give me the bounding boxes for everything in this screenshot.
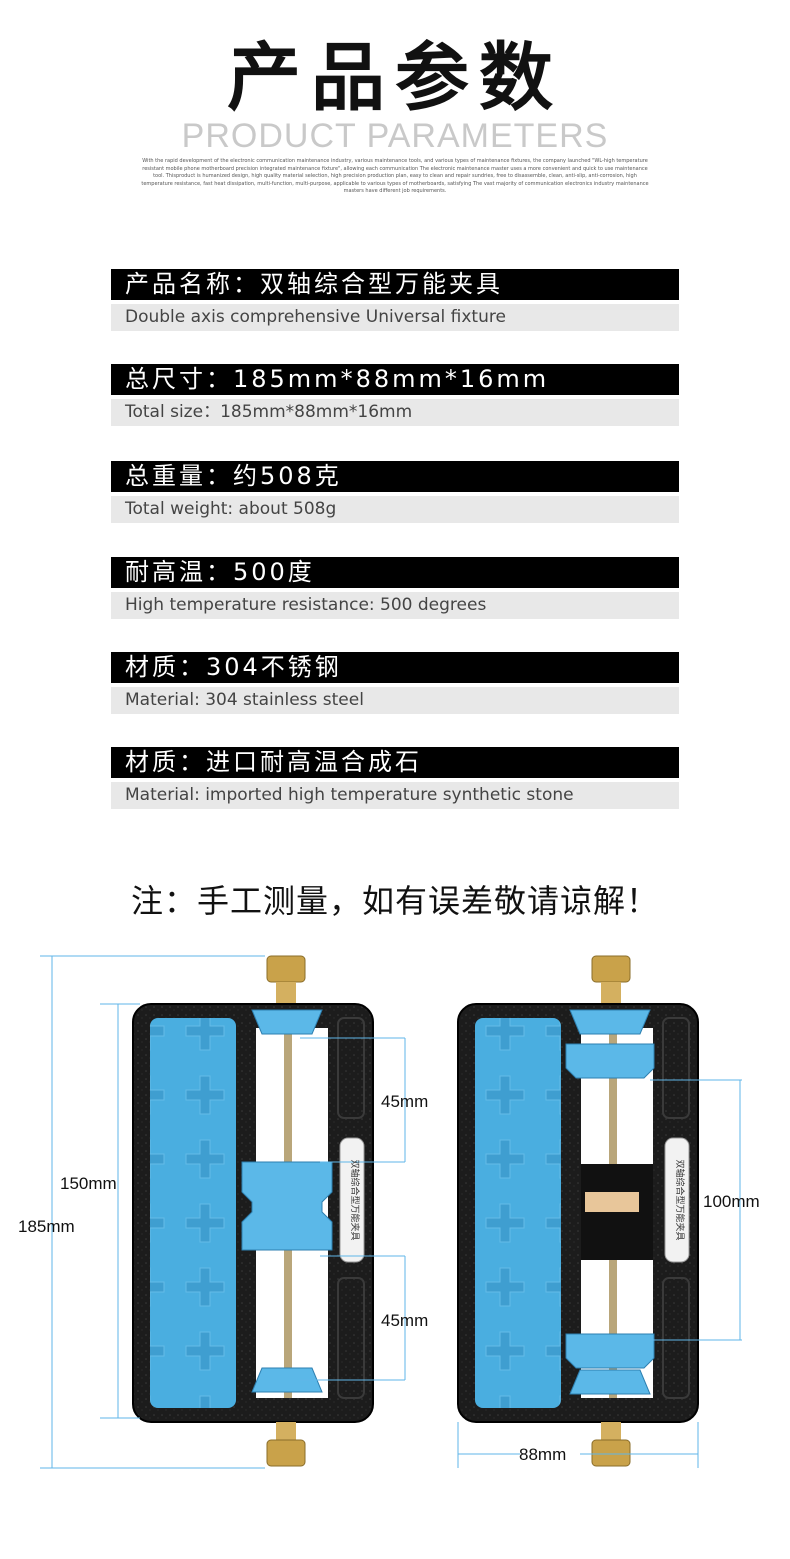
dimension-gap-top: 45mm (381, 1092, 429, 1111)
spec-label-en: Double axis comprehensive Universal fixt… (111, 304, 679, 331)
dimension-clamp-span: 100mm (703, 1192, 760, 1211)
page-title-en: PRODUCT PARAMETERS (181, 117, 609, 155)
right-dimension-lines (457, 1079, 742, 1468)
spec-label-cn: 材质：进口耐高温合成石 (111, 747, 679, 778)
knob-bottom-icon (266, 1439, 306, 1467)
fixture-left (132, 955, 374, 1467)
spec-product-name: 产品名称：双轴综合型万能夹具 Double axis comprehensive… (111, 269, 679, 331)
left-dimension-lines (40, 955, 406, 1469)
knob-bottom-icon (591, 1439, 631, 1467)
spec-label-en: Material: imported high temperature synt… (111, 782, 679, 809)
spec-material-steel: 材质：304不锈钢 Material: 304 stainless steel (111, 652, 679, 714)
product-description: With the rapid development of the electr… (141, 158, 649, 194)
spec-label-cn: 产品名称：双轴综合型万能夹具 (111, 269, 679, 300)
fixture-label-text: 双轴综合型万能夹具 (349, 1159, 361, 1240)
fixture-right (457, 955, 699, 1467)
spec-label-en: High temperature resistance: 500 degrees (111, 592, 679, 619)
dimension-width: 88mm (519, 1445, 567, 1464)
spec-label-cn: 耐高温：500度 (111, 557, 679, 588)
dimension-inner-height: 150mm (60, 1174, 117, 1193)
spec-label-cn: 总重量：约508克 (111, 461, 679, 492)
fixture-label-text: 双轴综合型万能夹具 (674, 1159, 686, 1240)
spec-label-cn: 总尺寸：185mm*88mm*16mm (111, 364, 679, 395)
spec-label-en: Total size：185mm*88mm*16mm (111, 399, 679, 426)
fixture-diagram: 双轴综合型万能夹具 双轴综合型万能夹具 (40, 955, 742, 1469)
knob-top-icon (591, 955, 631, 983)
dimension-total-height: 185mm (18, 1217, 75, 1236)
spec-label-cn: 材质：304不锈钢 (111, 652, 679, 683)
knob-top-icon (266, 955, 306, 983)
spec-total-size: 总尺寸：185mm*88mm*16mm Total size：185mm*88m… (111, 364, 679, 426)
spec-temperature: 耐高温：500度 High temperature resistance: 50… (111, 557, 679, 619)
spec-label-en: Total weight: about 508g (111, 496, 679, 523)
page-title-cn: 产品参数 (227, 35, 563, 121)
spec-label-en: Material: 304 stainless steel (111, 687, 679, 714)
measurement-note: 注：手工测量，如有误差敬请谅解！ (130, 882, 659, 920)
spec-total-weight: 总重量：约508克 Total weight: about 508g (111, 461, 679, 523)
dimension-gap-bottom: 45mm (381, 1311, 429, 1330)
spec-material-stone: 材质：进口耐高温合成石 Material: imported high temp… (111, 747, 679, 809)
